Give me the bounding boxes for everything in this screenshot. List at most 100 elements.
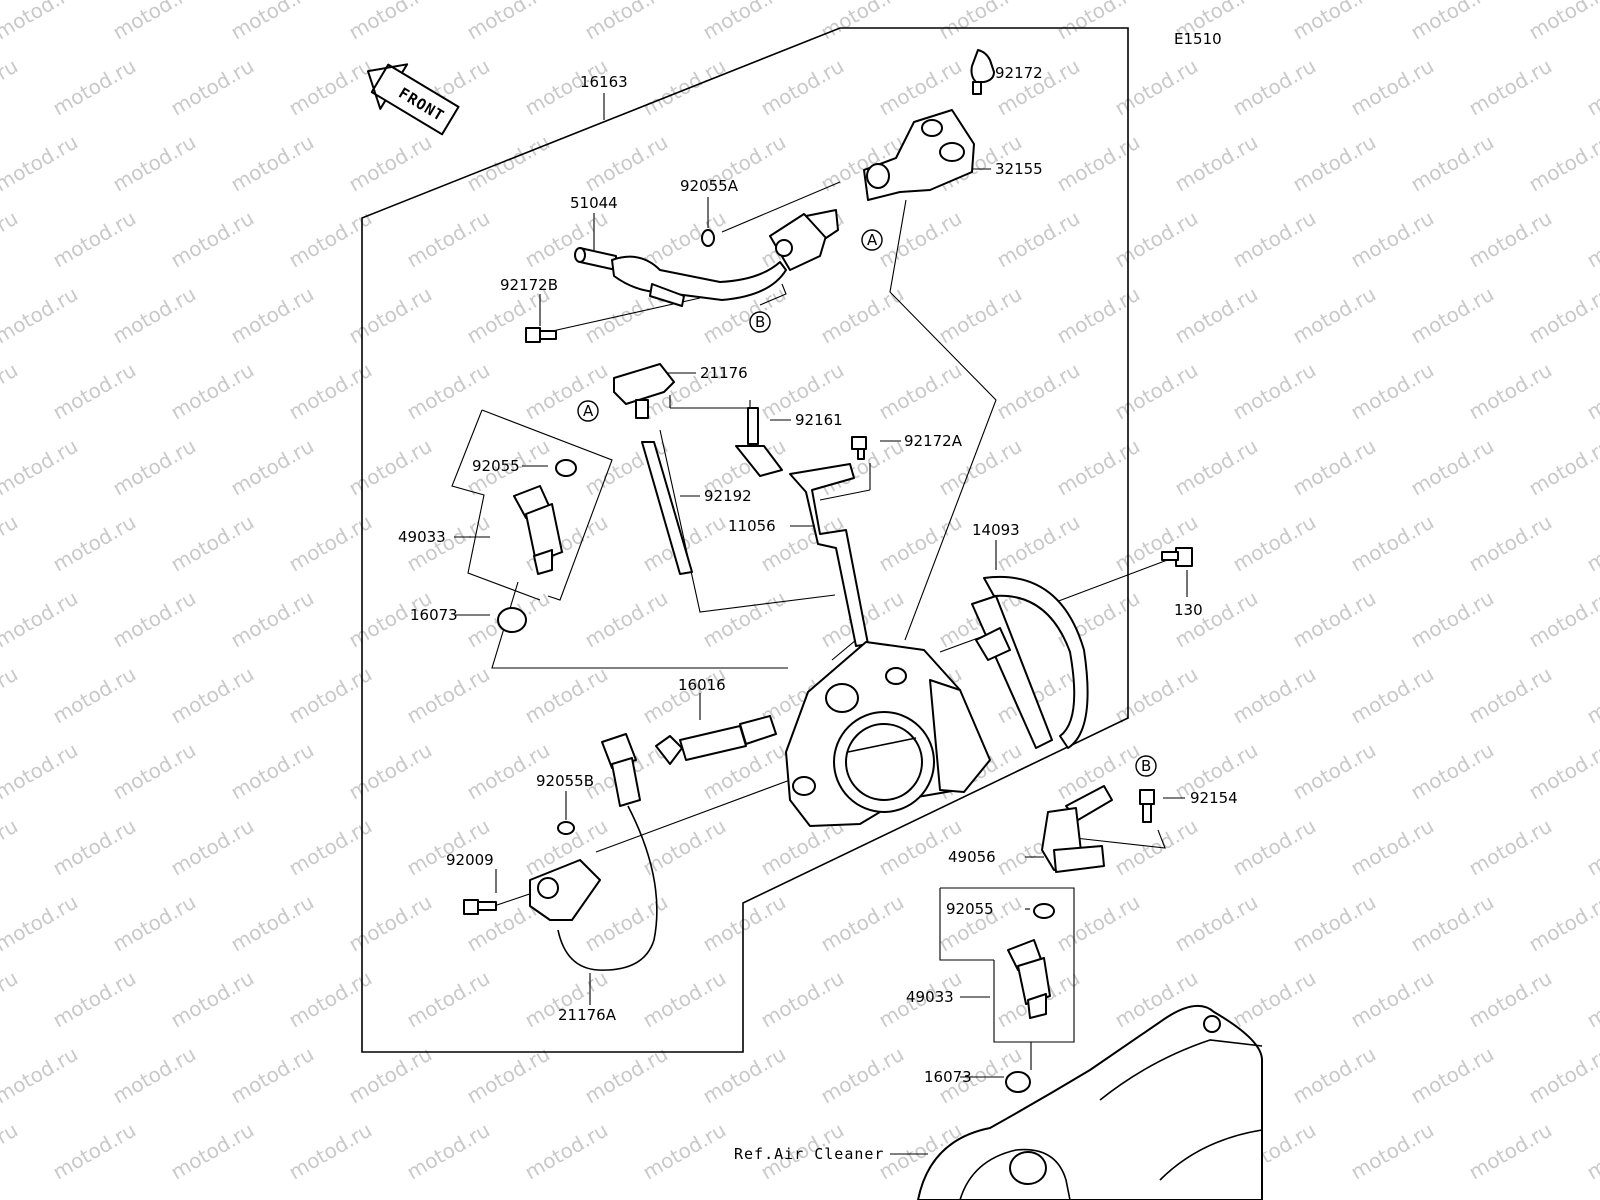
watermark-text: motod.ru <box>817 0 908 44</box>
watermark-text: motod.ru <box>227 890 318 957</box>
watermark-text: motod.ru <box>49 1118 140 1185</box>
watermark-text: motod.ru <box>1111 358 1202 425</box>
watermark-text: motod.ru <box>109 0 200 44</box>
watermark-text: motod.ru <box>1525 890 1600 957</box>
watermark-text: motod.ru <box>109 1042 200 1109</box>
watermark-text: motod.ru <box>227 1042 318 1109</box>
watermark-text: motod.ru <box>285 54 376 121</box>
watermark-text: motod.ru <box>227 586 318 653</box>
marker-b-mid: B <box>749 311 771 333</box>
watermark-text: motod.ru <box>463 130 554 197</box>
watermark-text: motod.ru <box>0 814 22 881</box>
watermark-text: motod.ru <box>1525 282 1600 349</box>
watermark-text: motod.ru <box>1289 586 1380 653</box>
watermark-text: motod.ru <box>993 358 1084 425</box>
callout-92055a: 92055A <box>680 177 739 195</box>
o-ring-92055a <box>701 229 715 247</box>
watermark-text: motod.ru <box>1347 206 1438 273</box>
watermark-text: motod.ru <box>1111 662 1202 729</box>
fitting-49056 <box>1041 785 1113 873</box>
throttle-body <box>785 641 991 827</box>
watermark-text: motod.ru <box>1465 966 1556 1033</box>
watermark-text: motod.ru <box>227 0 318 44</box>
watermark-text: motod.ru <box>1525 0 1600 44</box>
watermark-text: motod.ru <box>227 282 318 349</box>
callout-16073-lower: 16073 <box>924 1068 972 1086</box>
watermark-text: motod.ru <box>1053 282 1144 349</box>
watermark-text: motod.ru <box>1465 1118 1556 1185</box>
bolt-130 <box>1161 547 1193 567</box>
bracket-11056 <box>789 463 869 647</box>
watermark-text: motod.ru <box>1347 966 1438 1033</box>
callout-92009: 92009 <box>446 851 494 869</box>
watermark-text: motod.ru <box>1229 510 1320 577</box>
watermark-text: motod.ru <box>1053 890 1144 957</box>
watermark-text: motod.ru <box>0 890 82 957</box>
watermark-text: motod.ru <box>109 130 200 197</box>
watermark-text: motod.ru <box>49 206 140 273</box>
watermark-text: motod.ru <box>0 130 82 197</box>
watermark-text: motod.ru <box>699 0 790 44</box>
watermark-text: motod.ru <box>1407 0 1498 44</box>
marker-a-top: A <box>861 229 883 251</box>
bolt-92172b <box>525 327 557 343</box>
watermark-text: motod.ru <box>1347 814 1438 881</box>
watermark-text: motod.ru <box>49 54 140 121</box>
watermark-text: motod.ru <box>49 510 140 577</box>
watermark-text: motod.ru <box>403 1118 494 1185</box>
clamp-band-14093 <box>971 576 1089 749</box>
watermark-text: motod.ru <box>817 890 908 957</box>
callout-49056: 49056 <box>948 848 996 866</box>
watermark-text: motod.ru <box>1407 738 1498 805</box>
watermark-text: motod.ru <box>1465 662 1556 729</box>
watermark-text: motod.ru <box>1407 282 1498 349</box>
watermark-text: motod.ru <box>1229 206 1320 273</box>
watermark-text: motod.ru <box>109 434 200 501</box>
watermark-text: motod.ru <box>1347 54 1438 121</box>
watermark-text: motod.ru <box>0 206 22 273</box>
watermark-text: motod.ru <box>0 966 22 1033</box>
watermark-text: motod.ru <box>639 206 730 273</box>
watermark-text: motod.ru <box>49 966 140 1033</box>
watermark-text: motod.ru <box>1465 358 1556 425</box>
watermark-text: motod.ru <box>757 54 848 121</box>
watermark-text: motod.ru <box>1465 206 1556 273</box>
sensor-49033-lower <box>1007 939 1051 1019</box>
watermark-text: motod.ru <box>227 738 318 805</box>
watermark-text: motod.ru <box>1465 510 1556 577</box>
watermark-text: motod.ru <box>1525 130 1600 197</box>
sensor-49033-upper <box>513 485 563 575</box>
watermark-text: motod.ru <box>935 282 1026 349</box>
watermark-text: motod.ru <box>1583 662 1600 729</box>
o-ring-92055b <box>557 821 575 835</box>
watermark-text: motod.ru <box>1583 966 1600 1033</box>
sensor-cable-21176a <box>529 733 658 971</box>
grommet-16073-upper <box>497 607 527 633</box>
watermark-text: motod.ru <box>49 814 140 881</box>
watermark-text: motod.ru <box>1407 434 1498 501</box>
watermark-text: motod.ru <box>0 358 22 425</box>
watermark-text: motod.ru <box>49 358 140 425</box>
watermark-text: motod.ru <box>993 510 1084 577</box>
callout-16163: 16163 <box>580 73 628 91</box>
watermark-text: motod.ru <box>345 282 436 349</box>
watermark-text: motod.ru <box>345 434 436 501</box>
screw-92009 <box>463 899 497 915</box>
bracket-32155 <box>863 109 975 201</box>
watermark-text: motod.ru <box>1407 1042 1498 1109</box>
watermark-text: motod.ru <box>345 738 436 805</box>
watermark-text: motod.ru <box>1289 738 1380 805</box>
watermark-text: motod.ru <box>639 662 730 729</box>
watermark-text: motod.ru <box>109 282 200 349</box>
callout-32155: 32155 <box>995 160 1043 178</box>
watermark-text: motod.ru <box>1289 130 1380 197</box>
callout-49033-lower: 49033 <box>906 988 954 1006</box>
watermark-text: motod.ru <box>1171 890 1262 957</box>
watermark-text: motod.ru <box>639 1118 730 1185</box>
watermark-text: motod.ru <box>109 738 200 805</box>
screw-92172a <box>851 436 867 460</box>
callout-130: 130 <box>1174 601 1203 619</box>
callout-11056: 11056 <box>728 517 776 535</box>
watermark-text: motod.ru <box>1407 130 1498 197</box>
